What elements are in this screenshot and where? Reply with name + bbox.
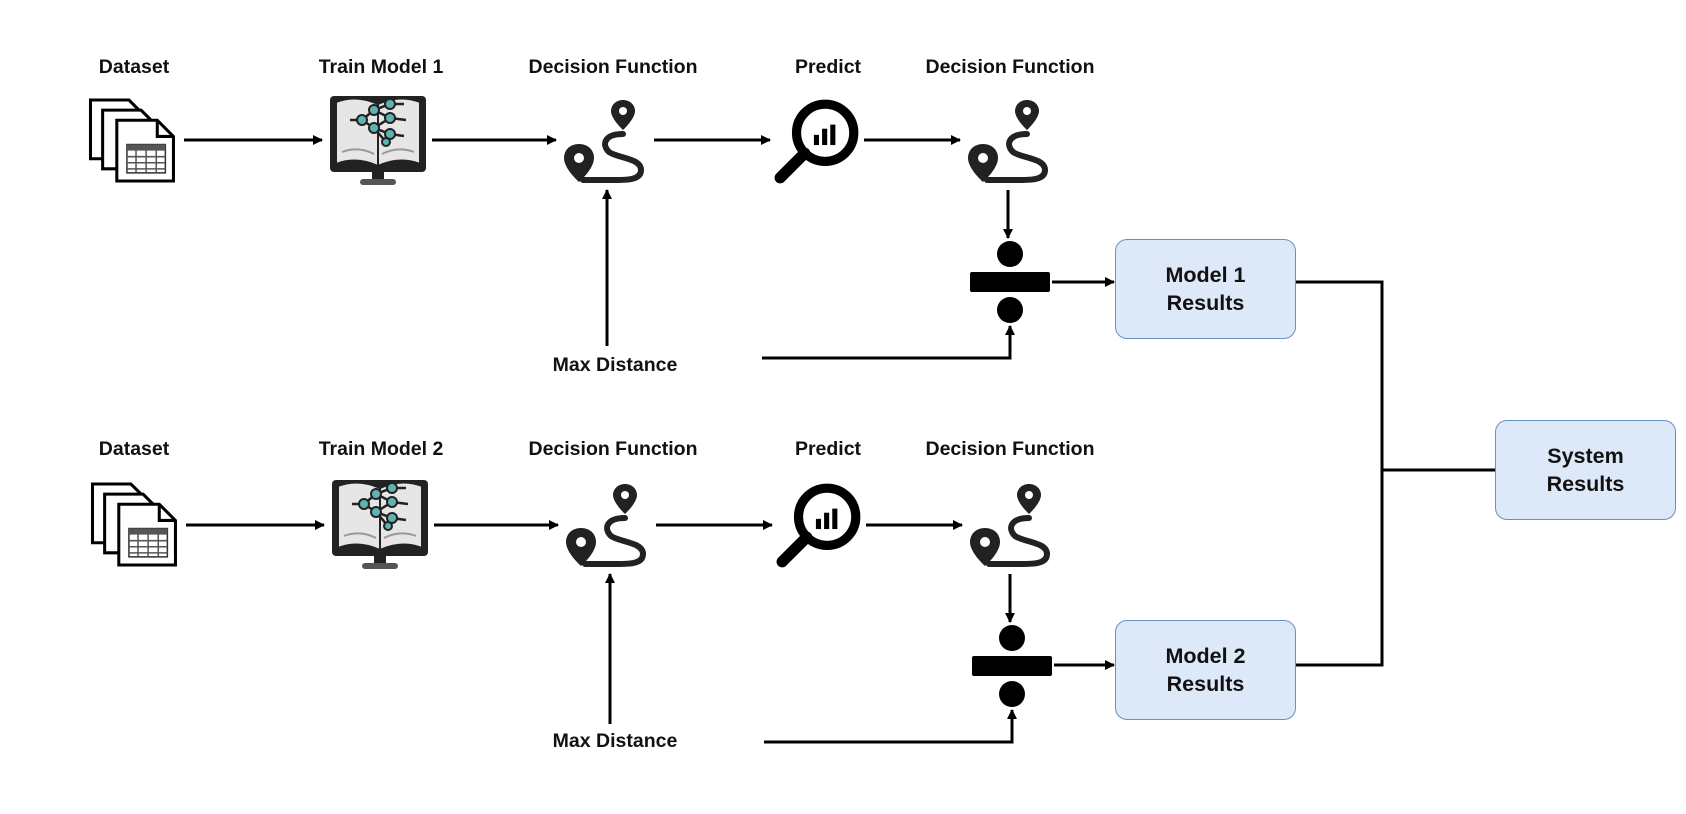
model-2-results-box: Model 2 Results [1115, 620, 1296, 720]
predict-label: Predict [794, 438, 862, 460]
results-subtitle: Results [1166, 672, 1245, 696]
train-model-label: Train Model 1 [318, 56, 444, 78]
decision-function-label: Decision Function [925, 438, 1095, 460]
dataset-label: Dataset [98, 438, 170, 460]
predict-label: Predict [794, 56, 862, 78]
route-pin-icon [564, 100, 641, 182]
row-1 [88, 94, 1115, 360]
decision-function-label: Decision Function [925, 56, 1095, 78]
documents-icon [90, 482, 177, 567]
division-icon [972, 625, 1052, 707]
row-2 [90, 478, 1115, 744]
results-subtitle: Results [1166, 291, 1245, 315]
system-results-subtitle: Results [1546, 472, 1625, 496]
decision-function-label: Decision Function [528, 56, 698, 78]
train-model-label: Train Model 2 [318, 438, 444, 460]
system-results-title: System [1547, 444, 1624, 468]
decision-function-label: Decision Function [528, 438, 698, 460]
dataset-label: Dataset [98, 56, 170, 78]
max-distance-label: Max Distance [552, 354, 678, 376]
arrow-maxdistance-to-division [762, 325, 1015, 360]
model-1-results-box: Model 1 Results [1115, 239, 1296, 339]
arrow-maxdistance-to-division [764, 709, 1017, 744]
division-icon [970, 241, 1050, 323]
merge-connector [1296, 280, 1384, 667]
ml-book-monitor-icon [328, 94, 428, 187]
documents-icon [88, 98, 175, 183]
results-title: Model 1 [1165, 263, 1246, 287]
max-distance-label: Max Distance [552, 730, 678, 752]
route-pin-icon [968, 100, 1045, 182]
ml-book-monitor-icon [330, 478, 430, 571]
results-title: Model 2 [1165, 644, 1246, 668]
magnifier-chart-icon [782, 488, 856, 562]
route-pin-icon [566, 484, 643, 566]
system-results-box: System Results [1495, 420, 1676, 520]
magnifier-chart-icon [780, 104, 854, 178]
route-pin-icon [970, 484, 1047, 566]
